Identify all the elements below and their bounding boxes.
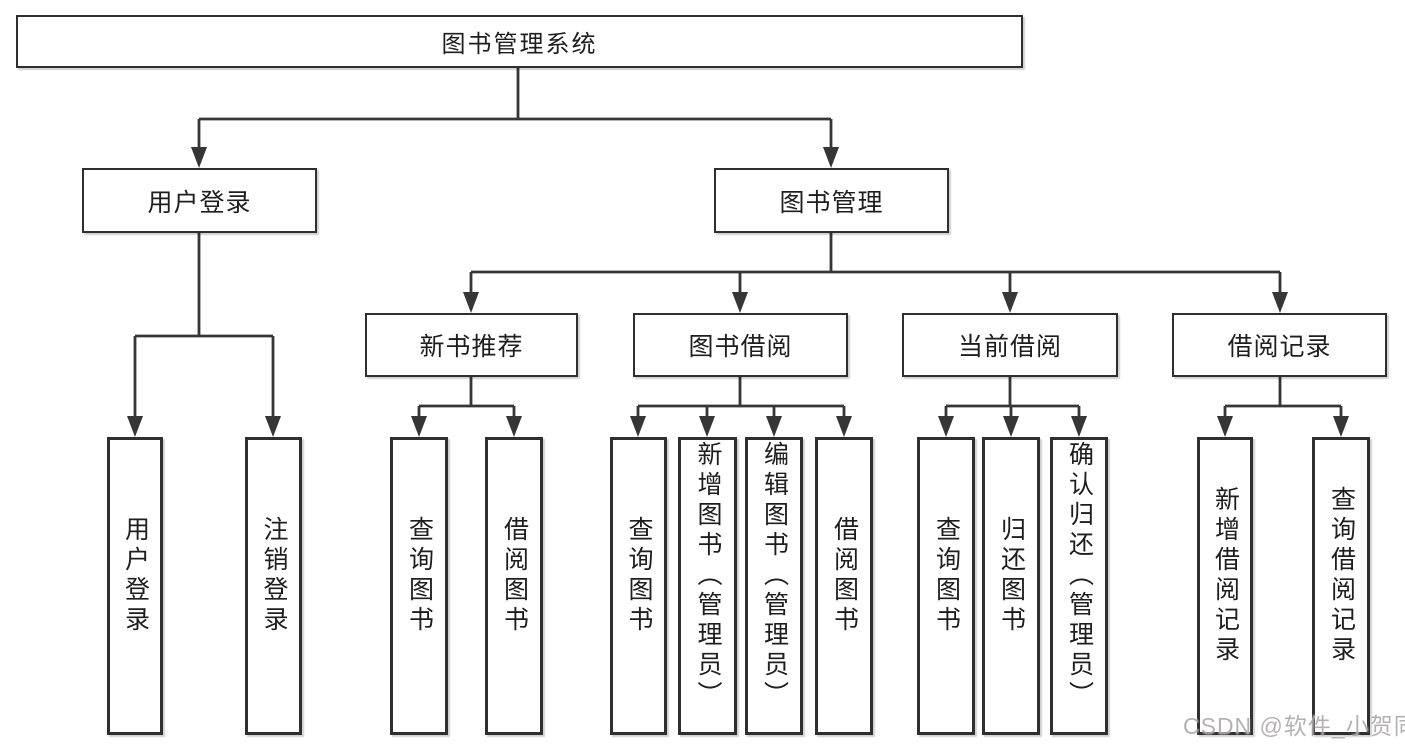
connector-borrowing-records-group	[1223, 377, 1343, 420]
leaf-current-query-books: 查询图书	[917, 437, 975, 735]
leaf-recommend-borrow-books-label: 借阅图书	[500, 515, 529, 636]
node-user-login-label: 用户登录	[147, 188, 252, 217]
leaf-add-book-admin: 新增图书（管理员）	[678, 437, 737, 735]
node-borrowing-records: 借阅记录	[1172, 313, 1387, 377]
leaf-borrowing-borrow-books: 借阅图书	[815, 437, 873, 735]
connector-user-login-group	[133, 233, 275, 420]
leaf-confirm-return-admin-label: 确认归还（管理员）	[1065, 440, 1094, 711]
connector-book-borrowing-group	[636, 377, 846, 420]
connector-book-management-to-sections	[469, 233, 1282, 296]
leaf-recommend-borrow-books: 借阅图书	[485, 437, 543, 735]
node-user-login: 用户登录	[82, 168, 317, 233]
leaf-query-borrow-record: 查询借阅记录	[1312, 437, 1370, 735]
node-book-borrowing: 图书借阅	[633, 313, 848, 377]
leaf-query-borrow-record-label: 查询借阅记录	[1327, 485, 1356, 666]
watermark: CSDN @软件_小贺同学	[1183, 713, 1405, 739]
connector-new-book-group	[417, 377, 516, 420]
leaf-edit-book-admin-label: 编辑图书（管理员）	[760, 440, 789, 711]
leaf-return-book-label: 归还图书	[997, 515, 1026, 636]
node-new-book-recommendation: 新书推荐	[365, 313, 578, 377]
node-current-borrowing: 当前借阅	[902, 313, 1118, 377]
node-new-book-recommendation-label: 新书推荐	[419, 333, 524, 361]
leaf-add-borrow-record: 新增借阅记录	[1197, 437, 1253, 735]
leaf-recommend-query-books: 查询图书	[390, 437, 448, 735]
node-current-borrowing-label: 当前借阅	[957, 333, 1062, 361]
leaf-return-book: 归还图书	[982, 437, 1040, 735]
arrowheads	[127, 147, 1349, 437]
leaf-logout-label: 注销登录	[260, 515, 288, 636]
node-book-borrowing-label: 图书借阅	[688, 333, 793, 361]
node-book-management: 图书管理	[714, 168, 949, 233]
node-book-management-label: 图书管理	[779, 188, 884, 217]
node-root: 图书管理系统	[16, 15, 1023, 68]
connector-root-to-level2	[197, 68, 833, 150]
leaf-user-login-label: 用户登录	[121, 515, 150, 636]
node-root-label: 图书管理系统	[441, 31, 598, 58]
connector-current-borrowing-group	[944, 377, 1081, 420]
node-borrowing-records-label: 借阅记录	[1227, 333, 1332, 361]
leaf-borrowing-query-books-label: 查询图书	[625, 515, 653, 636]
leaf-current-query-books-label: 查询图书	[932, 515, 961, 636]
leaf-recommend-query-books-label: 查询图书	[405, 515, 434, 636]
leaf-borrowing-query-books: 查询图书	[610, 437, 667, 735]
leaf-user-login: 用户登录	[107, 437, 163, 735]
leaf-logout: 注销登录	[245, 437, 302, 735]
leaf-add-book-admin-label: 新增图书（管理员）	[694, 440, 722, 711]
leaf-confirm-return-admin: 确认归还（管理员）	[1050, 437, 1108, 735]
leaf-edit-book-admin: 编辑图书（管理员）	[745, 437, 803, 735]
leaf-add-borrow-record-label: 新增借阅记录	[1211, 485, 1240, 666]
leaf-borrowing-borrow-books-label: 借阅图书	[830, 515, 859, 636]
